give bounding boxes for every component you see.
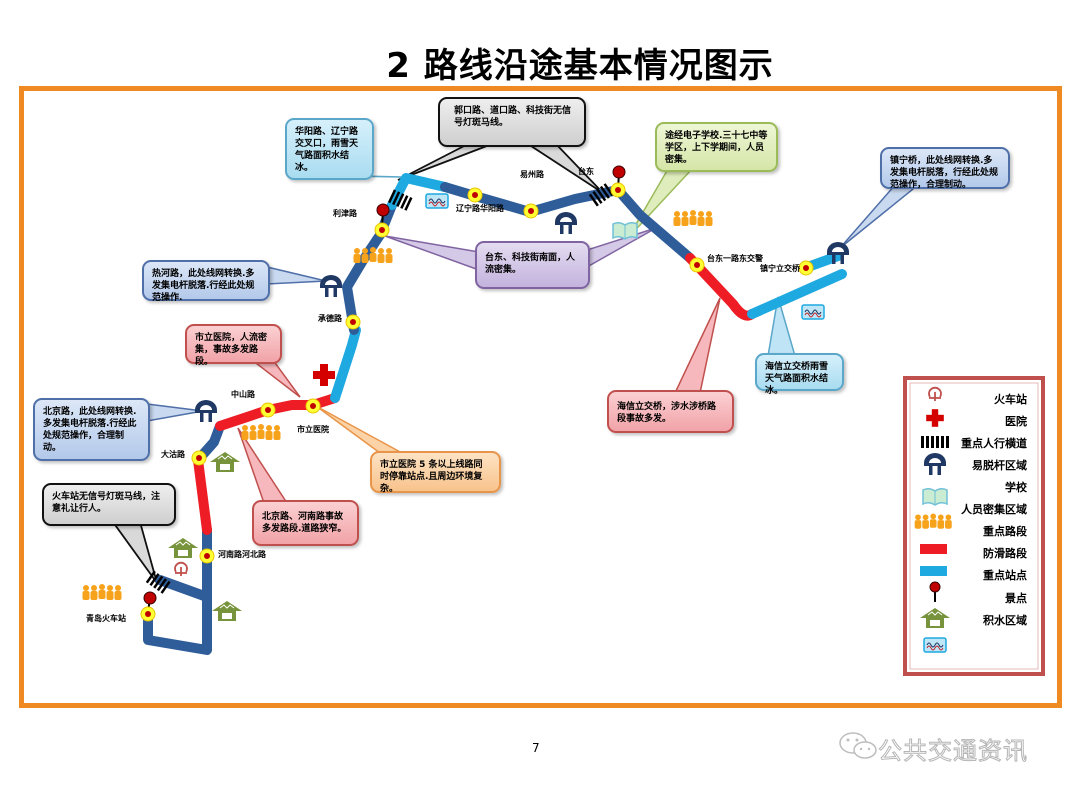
legend-crosswalk-icon: [921, 436, 949, 448]
station-marker: [467, 187, 483, 203]
hospital-cross-icon: [313, 364, 335, 386]
pin-icon: [143, 591, 157, 605]
callout-crosswalk-top: 郭口路、道口路、科技街无信号灯斑马线。: [438, 97, 586, 147]
station-label: 台东一路东交警: [707, 253, 763, 263]
wechat-icon: [839, 732, 877, 759]
route-segment-slippery: [193, 455, 212, 535]
water-icon: [425, 193, 449, 209]
house-icon: [209, 451, 241, 473]
pantograph-arch-icon: [320, 275, 342, 297]
legend-label: 重点站点: [983, 568, 1027, 582]
route-segment-slippery: [215, 393, 340, 431]
pin-icon: [612, 165, 626, 179]
station-label: 河南路河北路: [218, 549, 267, 559]
station-label: 中山路: [231, 389, 256, 399]
house-icon: [211, 600, 243, 622]
train-station-icon: [174, 561, 188, 577]
pantograph-arch-icon: [555, 212, 577, 234]
callout-train-station-crosswalk: 火车站无信号灯斑马线，注意礼让行人。: [42, 483, 176, 526]
legend-label: 易脱杆区域: [972, 458, 1027, 472]
legend: 火车站 医院 重点人行横道 易脱杆区域 学校 人员密集区域 重点路段 防滑路段 …: [903, 376, 1045, 676]
station-marker: [140, 606, 156, 622]
station-marker: [345, 314, 361, 330]
callout-zhenning-bridge: 镇宁桥，此处线网转换.多发集电杆脱落，行经此处规范操作，合理制动。: [880, 147, 1010, 190]
people-crowd-icon: [354, 247, 393, 263]
people-crowd-icon: [83, 584, 122, 600]
legend-label: 重点路段: [983, 524, 1027, 538]
legend-label: 火车站: [994, 392, 1027, 406]
station-label: 台东: [578, 166, 594, 176]
legend-label: 人员密集区域: [961, 502, 1027, 516]
route-segment-normal: [155, 575, 212, 602]
legend-label: 重点人行横道: [961, 436, 1027, 450]
watermark-text: 公共交通资讯: [878, 737, 1028, 766]
callout-rehe-road: 热河路，此处线网转换.多发集电杆脱落.行经此处规范操作.: [142, 260, 270, 303]
callout-hisense-bridge-ice: 海信立交桥雨雪天气路面积水结冰。: [755, 353, 844, 396]
legend-label: 学校: [1005, 480, 1028, 494]
legend-blue-bar-icon: [920, 566, 947, 576]
callout-taidong: 台东、科技街南面，人流密集。: [475, 241, 590, 289]
book-icon: [612, 221, 638, 240]
house-icon: [167, 537, 199, 559]
station-label: 利津路: [332, 208, 358, 218]
legend-label: 积水区域: [983, 613, 1027, 627]
station-label: 承德路: [318, 313, 343, 323]
legend-label: 医院: [1005, 414, 1027, 428]
callout-school-zone: 途经电子学校.三十七中等学区，上下学期间，人员密集。: [655, 122, 778, 172]
route-segment-normal: [143, 525, 212, 655]
legend-water-icon: [923, 637, 947, 653]
station-marker: [305, 398, 321, 414]
station-label: 市立医院: [297, 424, 329, 434]
station-label: 辽宁路华阳路: [456, 203, 505, 213]
callout-beijing-henan-road: 北京路、河南路事故多发路段.道路狭窄。: [252, 500, 359, 546]
page-title: 2 路线沿途基本情况图示: [386, 46, 774, 86]
pantograph-arch-icon: [195, 400, 217, 422]
page-number: 7: [532, 741, 540, 755]
station-marker: [689, 257, 705, 273]
station-marker: [610, 182, 626, 198]
station-label: 青岛火车站: [86, 613, 126, 623]
legend-label: 防滑路段: [983, 546, 1027, 560]
station-marker: [374, 222, 390, 238]
station-marker: [523, 203, 539, 219]
station-marker: [260, 402, 276, 418]
station-marker: [191, 450, 207, 466]
station-label: 易州路: [520, 169, 545, 179]
water-icon: [801, 304, 825, 320]
route-segment-key-stop: [330, 325, 361, 403]
legend-red-bar-icon: [920, 544, 947, 554]
legend-book-icon: [922, 487, 948, 506]
people-crowd-icon: [242, 424, 281, 440]
callout-beijing-road: 北京路，此处线网转换.多发集电杆脱落.行经此处规范操作，合理制动。: [33, 398, 150, 461]
legend-label: 景点: [1004, 591, 1027, 605]
callout-hospital-stop: 市立医院 5 条以上线路同时停靠站点.且周边环境复杂。: [370, 451, 501, 494]
route-segment-key-stop: [747, 269, 847, 319]
station-marker: [199, 548, 215, 564]
callout-hospital-accident: 市立医院，人流密集，事故多发路段。: [185, 324, 282, 367]
callout-hisense-bridge-accident: 海信立交桥，涉水涉桥路段事故多发。: [607, 390, 734, 433]
station-marker: [798, 260, 814, 276]
pin-icon: [376, 203, 390, 217]
legend-pin-icon: [929, 581, 941, 602]
station-label: 镇宁立交桥: [760, 263, 801, 273]
legend-people-crowd-icon: [915, 514, 952, 529]
map-icons: [83, 165, 849, 622]
map-frame: [19, 86, 1062, 708]
station-labels: 青岛火车站 河南路河北路 大沽路 中山路 市立医院 承德路 利津路 辽宁路华阳路…: [86, 166, 801, 623]
callout-huayang-road: 华阳路、辽宁路交叉口，雨雪天气路面积水结冰。: [285, 118, 374, 180]
people-crowd-icon: [674, 210, 713, 226]
station-label: 大沽路: [161, 449, 186, 459]
